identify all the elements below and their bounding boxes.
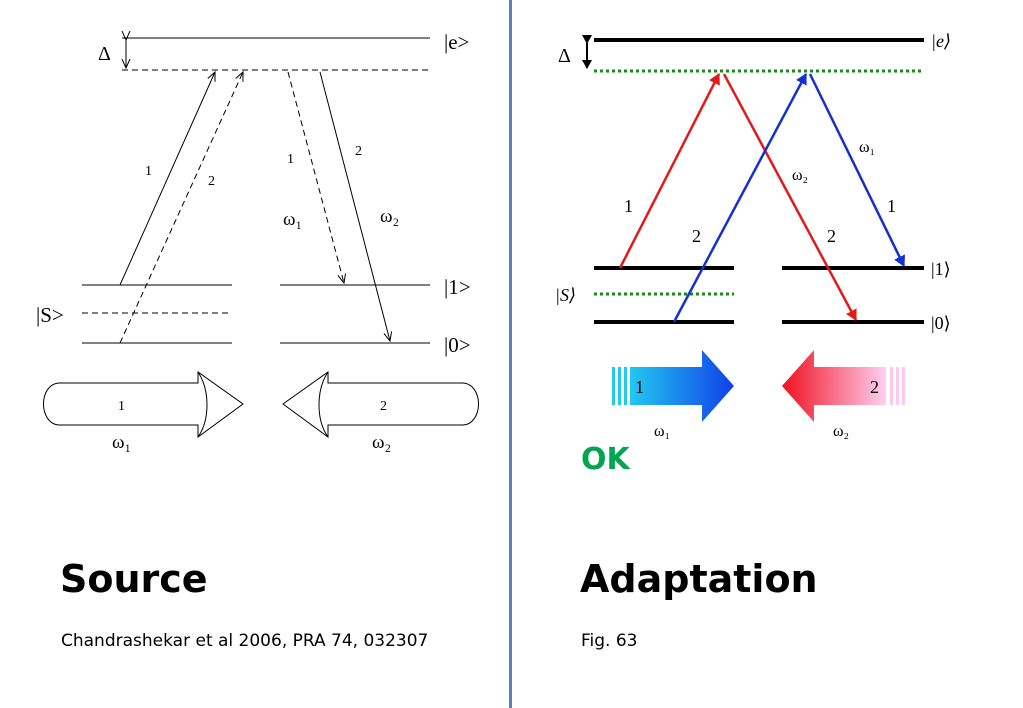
panel-divider [509,0,512,708]
beam-1-label: 1 [118,399,125,414]
beam-1-stripe [612,367,615,405]
beam-1-omega: ω₁ [112,432,131,453]
transition-red-down-label: 2 [827,226,836,246]
transition-red-down [722,73,858,321]
beam-2-omega: ω₂ [372,432,391,453]
beam-1-label: 1 [635,377,644,397]
state-s-label: |S⟩ [555,285,576,305]
transition-blue-down-label: 1 [887,196,896,216]
transition-blue-down [808,73,906,267]
transition-blue-up-label: 2 [692,226,701,246]
state-e-label: |e> [444,30,469,54]
state-1-label: |1⟩ [931,259,951,279]
beam-1-arrow [43,371,244,438]
beam-1-stripe [624,367,627,405]
omega2-label: ω₂ [380,206,399,227]
beam-1-curve [197,371,208,438]
omega2-label: ω₂ [792,167,808,184]
state-s-label: |S> [36,303,64,327]
adaptation-diagram: Δ |e⟩ |1⟩ |S⟩ |0⟩ 1 2 2 1 ω₁ ω₂ 1 2 ω₁ ω… [555,31,951,440]
transition-2-up [119,72,243,344]
verdict-ok: OK [581,442,630,477]
transition-red-up [618,73,721,269]
transition-2-up-label: 2 [208,174,215,189]
transition-2-down-label: 2 [355,144,362,159]
omega1-label: ω₁ [859,139,875,156]
beam-1-stripe [618,367,621,405]
transition-red-up-label: 1 [624,196,633,216]
beam-2-stripe [890,367,893,405]
beam-2-curve [318,371,329,438]
adaptation-caption: Fig. 63 [581,631,638,651]
beam-1-omega: ω₁ [654,423,670,440]
beam-2-label: 2 [380,399,387,414]
transition-1-up-label: 1 [145,164,152,179]
state-0-label: |0⟩ [931,313,951,333]
adaptation-heading: Adaptation [580,557,818,601]
beam-2-arrow [282,371,479,438]
state-e-label: |e⟩ [931,31,951,51]
beam-2-stripe [896,367,899,405]
source-heading: Source [60,557,208,601]
state-1-label: |1> [444,275,471,299]
delta-label: Δ [98,43,111,65]
transition-blue-up [672,73,808,323]
omega1-label: ω₁ [283,209,302,230]
source-caption: Chandrashekar et al 2006, PRA 74, 032307 [61,631,429,651]
beam-1-arrow [630,350,734,422]
transition-2-down [319,71,390,341]
delta-label: Δ [558,45,571,67]
source-diagram: Δ |e> |1> |S> |0> 1 2 1 2 ω₁ ω₂ 1 2 ω₁ ω… [36,30,479,453]
beam-2-omega: ω₂ [833,423,849,440]
transition-1-up [119,72,215,286]
beam-2-label: 2 [870,377,879,397]
beam-2-stripe [902,367,905,405]
transition-1-down [287,71,344,283]
state-0-label: |0> [444,333,471,357]
transition-1-down-label: 1 [287,152,294,167]
beam-2-arrow [782,350,886,422]
